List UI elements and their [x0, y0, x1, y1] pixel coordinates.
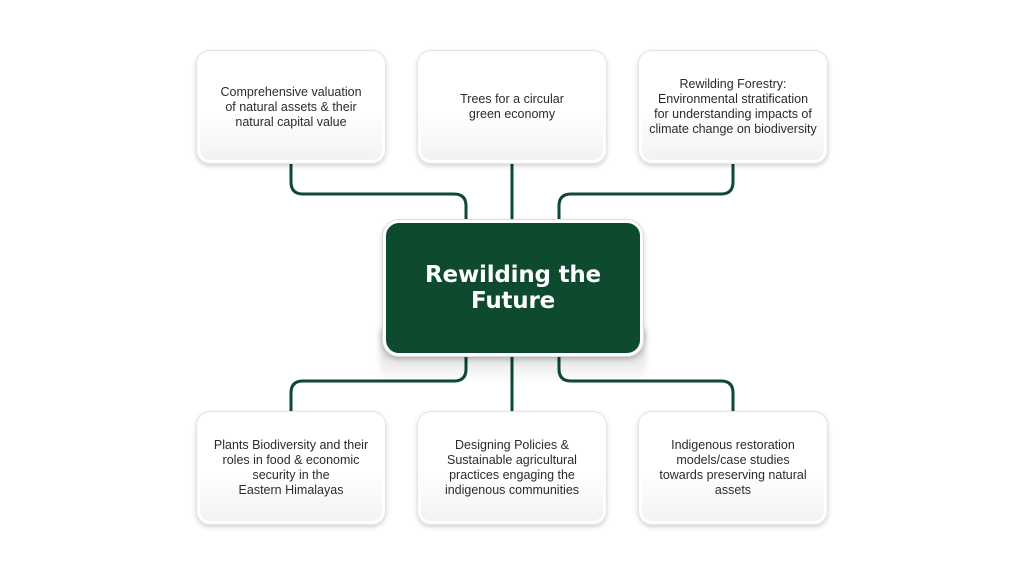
connector-top-right	[557, 164, 735, 222]
connector-bottom-right	[557, 355, 735, 412]
card-bottom-left: Plants Biodiversity and their roles in f…	[196, 411, 386, 525]
connector-top-left	[289, 164, 468, 222]
card-bottom-right: Indigenous restoration models/case studi…	[638, 411, 828, 525]
card-top-left-text: Comprehensive valuation of natural asset…	[220, 84, 362, 129]
connector-bottom-left	[289, 355, 468, 412]
card-bottom-left-text: Plants Biodiversity and their roles in f…	[213, 438, 369, 497]
card-top-right-text: Rewilding Forestry: Environmental strati…	[649, 77, 817, 136]
card-top-center: Trees for a circular green economy	[417, 50, 607, 164]
center-title: Rewilding the Future	[425, 262, 601, 314]
card-bottom-right-text: Indigenous restoration models/case studi…	[659, 438, 807, 497]
card-top-center-text: Trees for a circular green economy	[460, 92, 564, 121]
card-top-right: Rewilding Forestry: Environmental strati…	[638, 50, 828, 164]
card-bottom-center: Designing Policies & Sustainable agricul…	[417, 411, 607, 525]
card-top-left: Comprehensive valuation of natural asset…	[196, 50, 386, 164]
card-bottom-center-text: Designing Policies & Sustainable agricul…	[444, 438, 580, 497]
center-title-box: Rewilding the Future	[383, 220, 643, 356]
